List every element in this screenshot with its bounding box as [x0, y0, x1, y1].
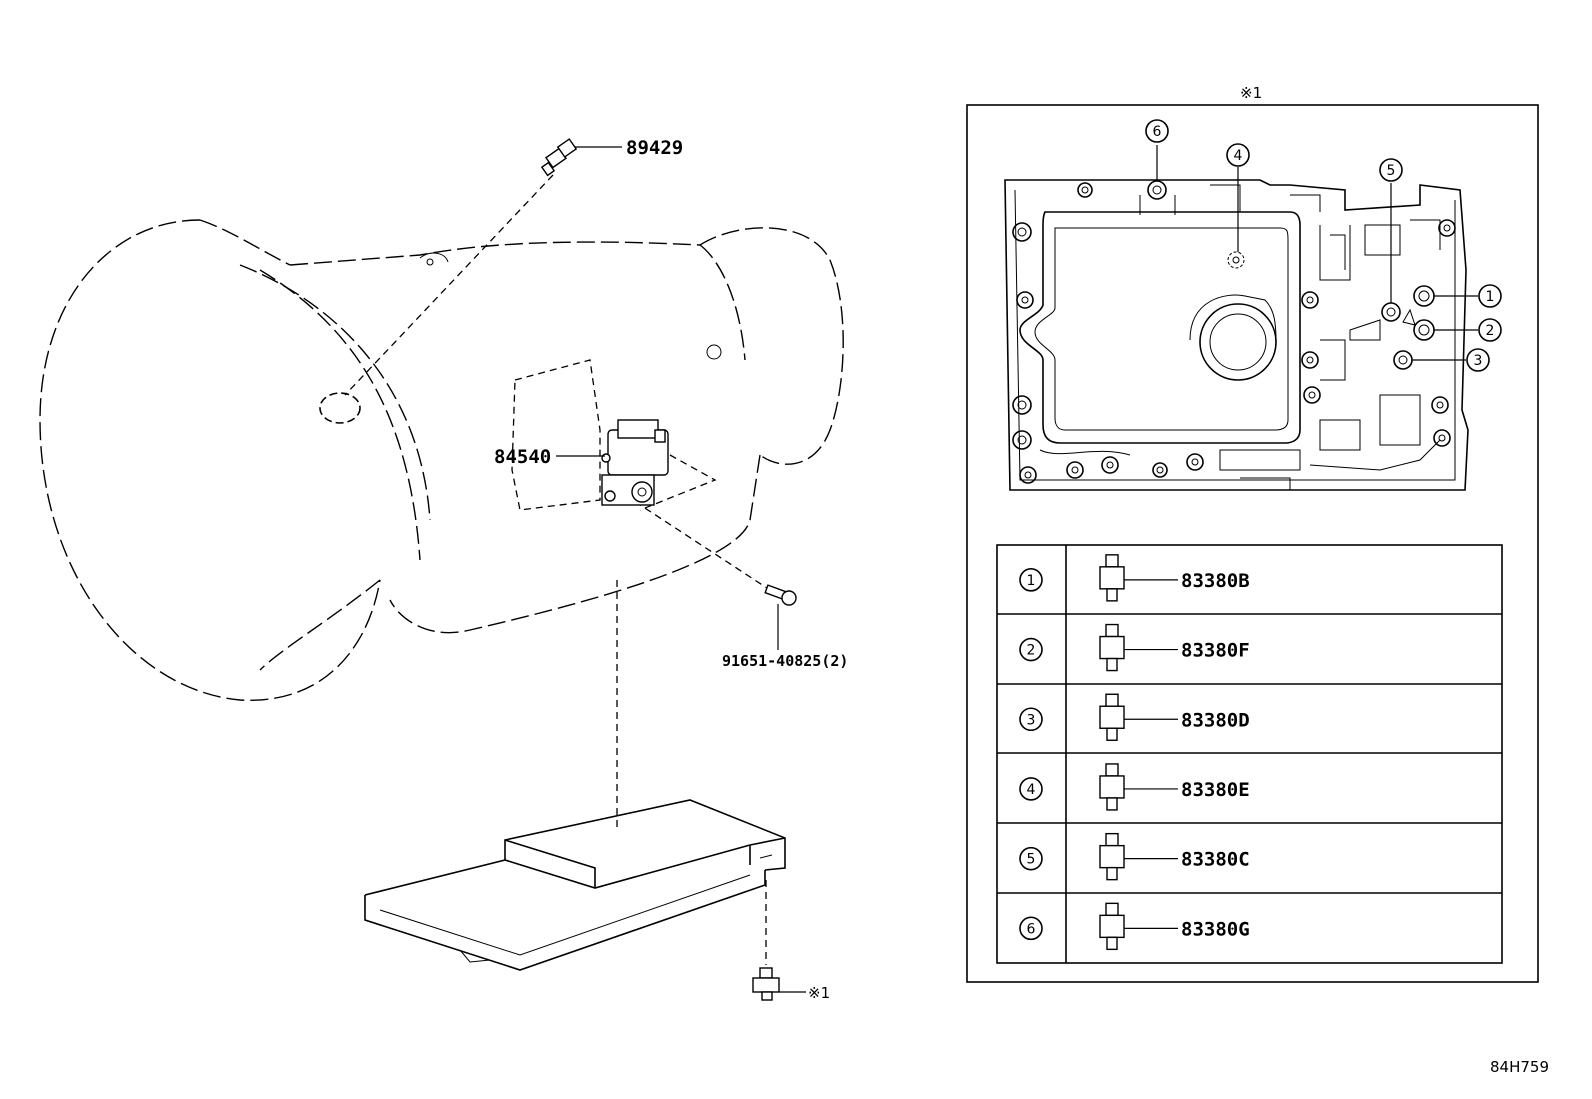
- row-number: 5: [1027, 852, 1036, 868]
- row-number: 3: [1027, 712, 1036, 728]
- svg-text:5: 5: [1387, 163, 1396, 179]
- callout-1[interactable]: [1478, 284, 1502, 308]
- drain-sensor-icon: [752, 967, 780, 1001]
- callout-3[interactable]: [1466, 348, 1490, 372]
- callout-5[interactable]: [1379, 158, 1403, 182]
- valve-body-drawing: [1004, 179, 1469, 491]
- table-row[interactable]: 3 83380D: [1019, 693, 1250, 741]
- row-part-number[interactable]: 83380G: [1181, 918, 1250, 940]
- row-number: 1: [1027, 573, 1036, 589]
- table-row[interactable]: 5 83380C: [1019, 832, 1250, 881]
- row-part-number[interactable]: 83380E: [1181, 779, 1250, 801]
- row-part-number[interactable]: 83380D: [1181, 709, 1250, 731]
- part-label-91651[interactable]: 91651-40825(2): [722, 652, 848, 670]
- svg-text:2: 2: [1486, 323, 1495, 339]
- part-label-84540[interactable]: 84540: [494, 446, 551, 468]
- row-part-number[interactable]: 83380F: [1181, 640, 1250, 662]
- sensor-89429-icon: [540, 138, 578, 177]
- leader-89429-path: [344, 174, 554, 396]
- bolt-icon: [764, 584, 797, 606]
- speed-sensor-icon: [1099, 763, 1125, 811]
- oil-pan: [364, 799, 786, 971]
- svg-text:1: 1: [1486, 289, 1495, 305]
- table-row[interactable]: 6 83380G: [1019, 902, 1250, 951]
- leader-bolt-path: [624, 494, 771, 591]
- speed-sensor-icon: [1099, 832, 1125, 881]
- svg-text:3: 3: [1474, 353, 1483, 369]
- neutral-start-switch-icon: [601, 419, 669, 506]
- table-rows: 1 83380B 2 83380F 3 83380D 4 83380E 5 83380C 6 8338…: [1019, 554, 1250, 951]
- svg-text:6: 6: [1153, 124, 1162, 140]
- part-label-89429[interactable]: 89429: [626, 137, 683, 159]
- transmission-case: [39, 219, 844, 701]
- row-number-circle: [1019, 916, 1043, 941]
- row-number-circle: [1019, 707, 1043, 732]
- row-number-circle: [1019, 846, 1043, 871]
- speed-sensor-icon: [1099, 902, 1125, 951]
- inset-frame: [966, 104, 1539, 983]
- inset-title: ※1: [1240, 84, 1262, 102]
- part-table: [996, 544, 1503, 964]
- row-part-number[interactable]: 83380C: [1181, 849, 1250, 871]
- svg-text:4: 4: [1234, 148, 1243, 164]
- row-number: 6: [1027, 921, 1036, 937]
- table-row[interactable]: 4 83380E: [1019, 763, 1250, 811]
- row-part-number[interactable]: 83380B: [1181, 570, 1250, 592]
- speed-sensor-icon: [1099, 554, 1125, 602]
- table-row[interactable]: 1 83380B: [1019, 554, 1250, 602]
- callout-2[interactable]: [1478, 318, 1502, 342]
- ref-note-label[interactable]: ※1: [808, 984, 830, 1002]
- row-number: 2: [1027, 643, 1036, 659]
- row-number-circle: [1019, 637, 1043, 662]
- row-number-circle: [1019, 568, 1043, 592]
- diagram-code: 84H759: [1490, 1058, 1549, 1076]
- callout-leaders: [1156, 145, 1478, 361]
- callout-6[interactable]: [1145, 119, 1169, 143]
- inset-callouts: 6 4 5 1 2 3: [1145, 119, 1502, 372]
- callout-4[interactable]: [1226, 143, 1250, 167]
- row-number: 4: [1027, 782, 1036, 798]
- speed-sensor-icon: [1099, 623, 1125, 672]
- speed-sensor-icon: [1099, 693, 1125, 741]
- row-number-circle: [1019, 777, 1043, 801]
- table-row[interactable]: 2 83380F: [1019, 623, 1250, 672]
